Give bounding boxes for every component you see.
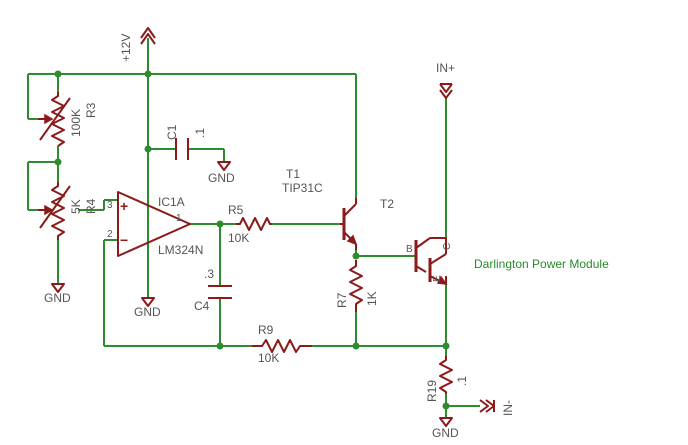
darlington-pin-e: E	[432, 275, 443, 282]
in-plus-label: IN+	[436, 61, 455, 75]
r4-value: 5K	[69, 199, 83, 214]
opamp-plus-sign: +	[120, 198, 128, 214]
t1-name: T1	[286, 167, 300, 181]
opamp-pin3: 3	[107, 200, 113, 211]
t2-name: T2	[380, 197, 394, 211]
junction	[54, 70, 62, 78]
c1-name: C1	[165, 124, 179, 140]
r9-value: 10K	[258, 351, 279, 365]
in-minus-terminal: IN-	[479, 399, 515, 416]
c1-capacitor: C1 .1	[165, 124, 207, 160]
junction	[352, 252, 360, 260]
junction-dots	[54, 70, 450, 410]
junction	[54, 158, 62, 166]
junction	[216, 220, 224, 228]
c4-value: .3	[204, 267, 214, 281]
r9-name: R9	[258, 323, 274, 337]
r7-resistor: R7 1K	[335, 260, 379, 312]
opamp-pin1: 1	[176, 213, 182, 224]
darlington-annotation: Darlington Power Module	[474, 257, 609, 271]
in-plus-terminal: IN+	[436, 61, 455, 99]
ic1a-part: LM324N	[158, 243, 203, 257]
r19-resistor: R19 .1	[425, 356, 469, 402]
r7-name: R7	[335, 292, 349, 308]
r5-value: 10K	[228, 231, 249, 245]
vcc-supply-symbol: +12V	[119, 27, 156, 62]
gnd-label: GND	[44, 291, 71, 305]
darlington-pin-c: C	[442, 243, 453, 250]
gnd-label: GND	[208, 171, 235, 185]
ic1a-name: IC1A	[158, 195, 185, 209]
gnd-symbol-r19: GND	[432, 417, 459, 440]
in-minus-label: IN-	[501, 400, 515, 416]
r19-name: R19	[425, 380, 439, 402]
r3-value: 100K	[69, 109, 83, 137]
wires	[27, 38, 480, 418]
gnd-symbol-opamp: GND	[134, 297, 161, 319]
r4-name: R4	[84, 198, 98, 214]
junction	[442, 402, 450, 410]
opamp-pin2: 2	[107, 229, 113, 240]
opamp-minus-sign: −	[120, 232, 128, 248]
vcc-label: +12V	[119, 34, 133, 62]
r3-potentiometer: 100K R3	[38, 92, 98, 147]
r5-name: R5	[228, 203, 244, 217]
r5-resistor: R5 10K	[228, 203, 272, 245]
r4-potentiometer: 5K R4	[38, 182, 98, 240]
junction	[352, 342, 360, 350]
r9-resistor: R9 10K	[252, 323, 312, 365]
ic1a-opamp: + − 3 2 1 IC1A LM324N	[107, 191, 203, 257]
junction	[144, 145, 152, 153]
gnd-symbol-r4: GND	[44, 283, 71, 305]
darlington-pin-b: B	[406, 244, 413, 255]
junction	[144, 70, 152, 78]
gnd-label: GND	[432, 426, 459, 440]
c1-value: .1	[193, 128, 207, 138]
r7-value: 1K	[365, 291, 379, 306]
t1-part: TIP31C	[282, 181, 323, 195]
c4-capacitor: .3 C4	[194, 267, 232, 313]
darlington-t2: B C E	[406, 237, 453, 285]
c4-name: C4	[194, 299, 210, 313]
gnd-label: GND	[134, 305, 161, 319]
junction	[216, 342, 224, 350]
r3-name: R3	[84, 102, 98, 118]
junction	[442, 342, 450, 350]
gnd-symbol-c1: GND	[208, 161, 235, 185]
t1-transistor: T1 TIP31C	[282, 167, 358, 250]
r19-value: .1	[455, 376, 469, 386]
